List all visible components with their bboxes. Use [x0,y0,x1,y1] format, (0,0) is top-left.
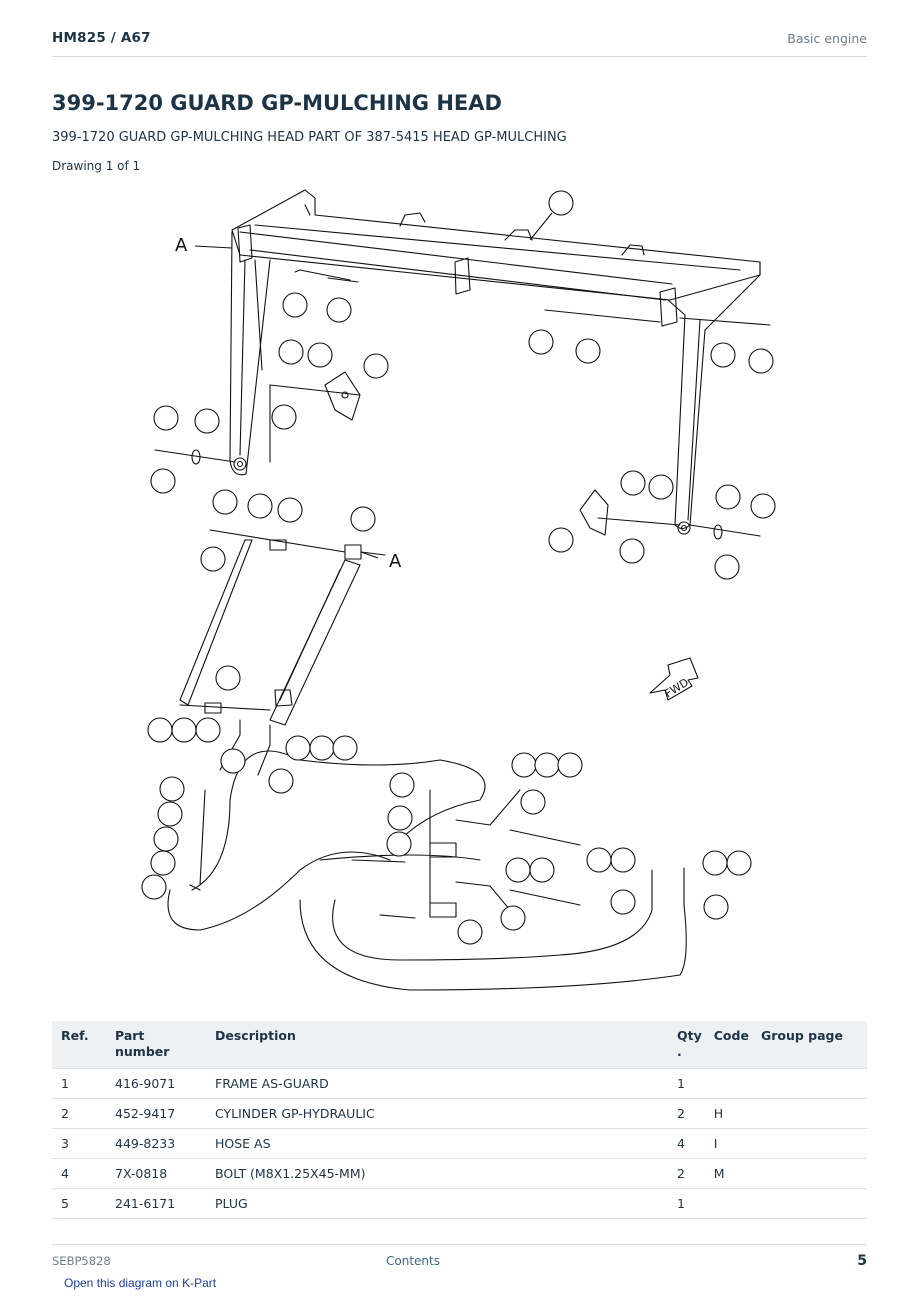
page-footer: SEBP5828 Contents 5 [52,1244,867,1275]
document-id: SEBP5828 [52,1254,111,1268]
cell-group-page [754,1068,867,1099]
cell-part-number: 241-6171 [109,1188,209,1219]
cell-qty: 2 [671,1158,708,1189]
cell-description: HOSE AS [209,1128,671,1159]
header-group-page: Group page [754,1021,867,1069]
table-header-row: Ref. Part number Description Qty . Code … [52,1021,867,1069]
cell-code: H [707,1098,755,1129]
cell-ref: 4 [52,1158,109,1189]
cell-qty: 2 [671,1098,708,1129]
cell-ref: 3 [52,1128,109,1159]
cell-ref: 5 [52,1188,109,1219]
diagram-label-a: A [389,551,402,572]
cell-ref: 2 [52,1098,109,1129]
cell-qty: 4 [671,1128,708,1159]
drawing-count: Drawing 1 of 1 [52,159,141,173]
model-label: HM825 / A67 [52,30,151,46]
page-subtitle: 399-1720 GUARD GP-MULCHING HEAD PART OF … [52,130,567,145]
table-row: 2 452-9417 CYLINDER GP-HYDRAULIC 2 H [52,1098,867,1129]
open-in-kpart-link[interactable]: Open this diagram on K-Part [64,1276,217,1290]
cell-code [707,1068,755,1099]
cell-group-page [754,1158,867,1189]
parts-table: Ref. Part number Description Qty . Code … [52,1021,867,1219]
table-row: 3 449-8233 HOSE AS 4 I [52,1128,867,1159]
cell-description: PLUG [209,1188,671,1219]
header-description: Description [209,1021,671,1069]
cell-qty: 1 [671,1068,708,1099]
header-part-number: Part number [109,1021,209,1069]
fwd-arrow-label: FWD [662,676,691,701]
cell-description: CYLINDER GP-HYDRAULIC [209,1098,671,1129]
section-label: Basic engine [787,31,867,46]
cell-part-number: 416-9071 [109,1068,209,1099]
cell-code: M [707,1158,755,1189]
cell-code: I [707,1128,755,1159]
cell-ref: 1 [52,1068,109,1099]
cell-part-number: 449-8233 [109,1128,209,1159]
header-code: Code [707,1021,755,1069]
cell-part-number: 7X-0818 [109,1158,209,1189]
contents-link[interactable]: Contents [386,1254,440,1268]
cell-description: FRAME AS-GUARD [209,1068,671,1099]
table-row: 4 7X-0818 BOLT (M8X1.25X45-MM) 2 M [52,1158,867,1189]
cell-group-page [754,1098,867,1129]
diagram-label-a: A [175,235,188,256]
header-qty: Qty . [671,1021,708,1069]
cell-description: BOLT (M8X1.25X45-MM) [209,1158,671,1189]
cell-group-page [754,1128,867,1159]
cell-qty: 1 [671,1188,708,1219]
cell-part-number: 452-9417 [109,1098,209,1129]
cell-group-page [754,1188,867,1219]
table-row: 5 241-6171 PLUG 1 [52,1188,867,1219]
table-row: 1 416-9071 FRAME AS-GUARD 1 [52,1068,867,1099]
cell-code [707,1188,755,1219]
page-title: 399-1720 GUARD GP-MULCHING HEAD [52,91,502,115]
exploded-parts-diagram: A A FWD [141,189,776,991]
page-header: HM825 / A67 Basic engine [52,30,867,57]
page-number: 5 [857,1253,867,1269]
header-ref: Ref. [52,1021,109,1069]
